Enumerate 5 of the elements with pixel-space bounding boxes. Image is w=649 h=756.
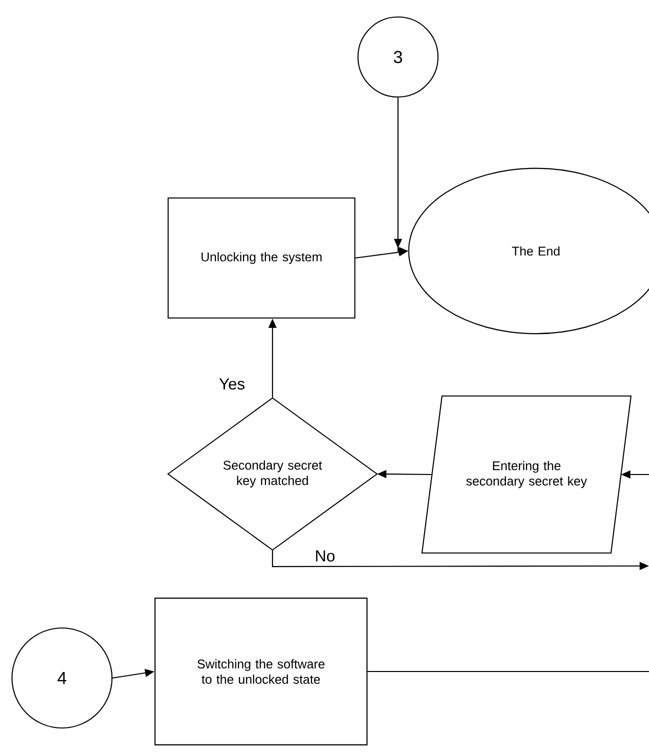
input-parallelogram: Entering the secondary secret key [421,395,632,554]
edge-label: No [313,549,337,563]
process-box: Switching the software to the unlocked state [154,598,368,746]
process-box: Unlocking the system [168,197,356,319]
edge-label: Yes [218,377,246,391]
